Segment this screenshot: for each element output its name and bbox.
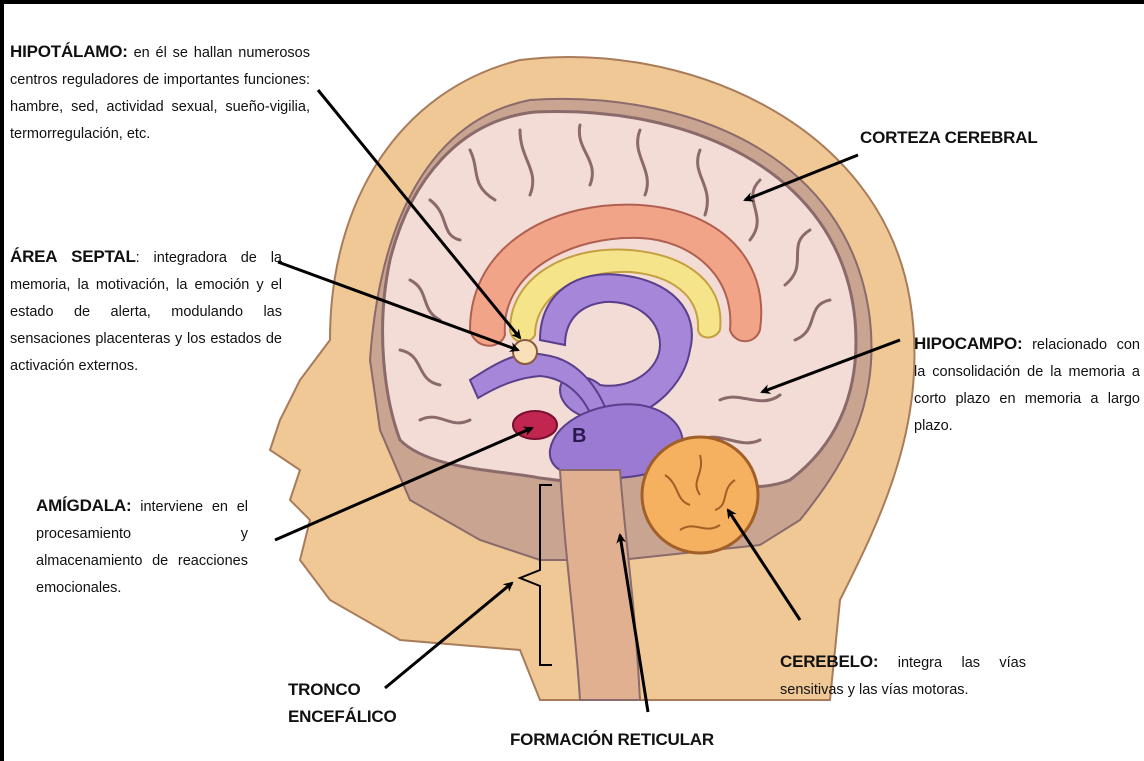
label-amigdala-title: AMÍGDALA: <box>36 496 131 515</box>
region-b-label: B <box>572 425 586 447</box>
label-tronco-line2: ENCEFÁLICO <box>288 703 397 730</box>
label-hipotalamo: HIPOTÁLAMO: en él se hallan numerosos ce… <box>10 38 310 148</box>
label-area-septal: ÁREA SEPTAL: integradora de la memoria, … <box>10 243 282 380</box>
label-hipocampo-title: HIPOCAMPO: <box>914 334 1023 353</box>
label-formacion: FORMACIÓN RETICULAR <box>510 726 714 753</box>
septal-area-node <box>513 340 537 364</box>
label-hipotalamo-title: HIPOTÁLAMO: <box>10 42 128 61</box>
label-amigdala: AMÍGDALA: interviene en el procesamiento… <box>36 492 248 602</box>
label-area-septal-title: ÁREA SEPTAL <box>10 247 136 266</box>
label-tronco-line1: TRONCO <box>288 676 397 703</box>
label-hipocampo: HIPOCAMPO: relacionado con la consolidac… <box>914 330 1140 440</box>
label-cerebelo: CEREBELO: integra las vías sensitivas y … <box>780 648 1026 704</box>
label-corteza: CORTEZA CEREBRAL <box>860 124 1038 151</box>
label-cerebelo-title: CEREBELO: <box>780 652 878 671</box>
label-area-septal-text: : integradora de la memoria, la motivaci… <box>10 250 282 374</box>
label-tronco: TRONCO ENCEFÁLICO <box>288 676 397 730</box>
